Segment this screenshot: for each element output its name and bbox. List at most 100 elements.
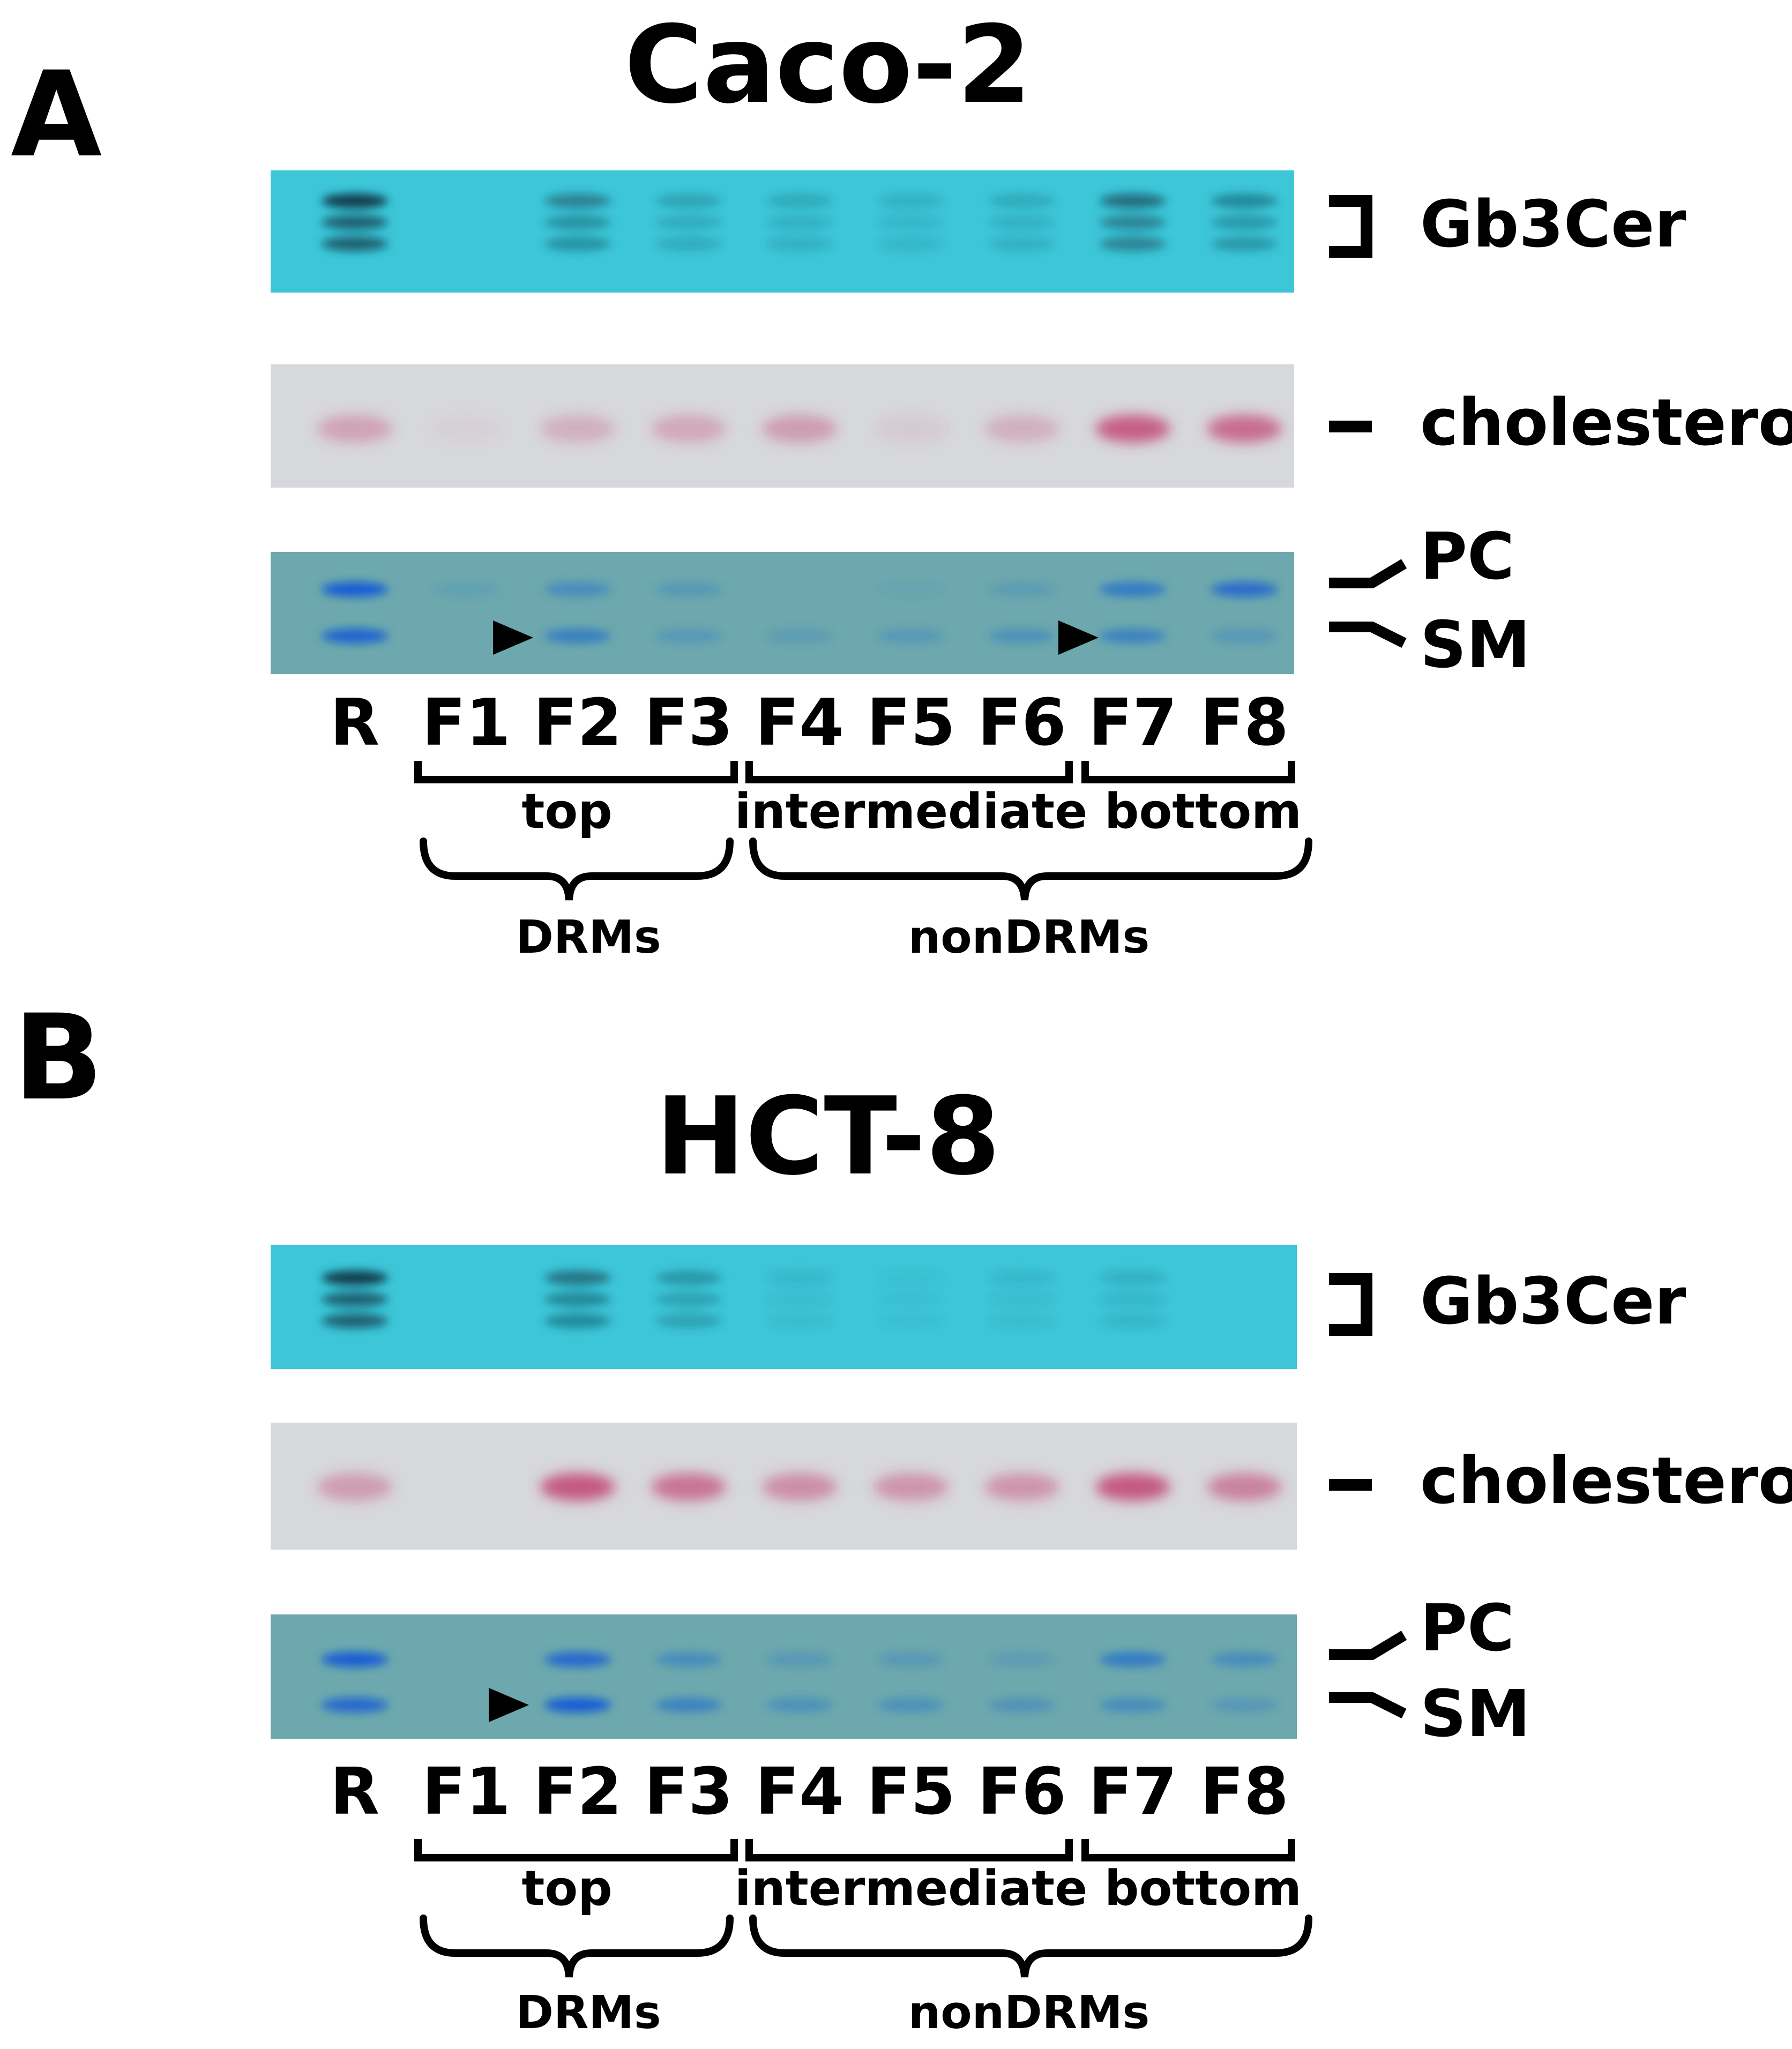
top-group-label: top <box>521 783 612 840</box>
gb3cer-tlc-strip <box>271 1245 1297 1369</box>
gb3cer-band <box>989 236 1055 251</box>
pc-band <box>655 582 722 597</box>
top-group-label: top <box>521 1860 612 1917</box>
pc-band <box>655 1652 722 1667</box>
cholesterol-band <box>984 415 1059 443</box>
cholesterol-band <box>873 1473 949 1501</box>
gb3cer-band <box>766 1313 833 1328</box>
cholesterol-band <box>317 415 392 443</box>
arrowhead-f7 <box>1058 620 1099 655</box>
drm-label: DRMs <box>516 911 661 964</box>
fraction-group-brackets <box>414 1839 1295 1861</box>
gb3cer-tlc-strip <box>271 170 1294 293</box>
lane-label: F4 <box>755 1755 843 1829</box>
gb3cer-band <box>878 193 944 208</box>
gb3cer-band <box>1100 1270 1166 1285</box>
pc-band <box>433 582 499 597</box>
sm-band <box>322 629 388 644</box>
gb3cer-band <box>655 193 722 208</box>
lane-label: F6 <box>977 686 1066 760</box>
cholesterol-band <box>1207 415 1282 443</box>
gb3cer-band <box>766 236 833 251</box>
top-bracket <box>414 761 738 783</box>
sm-band <box>544 629 611 644</box>
gb3cer-band <box>1211 236 1278 251</box>
sm-band <box>655 629 722 644</box>
lane-labels: R F1 F2 F3 F4 F5 F6 F7 F8 <box>330 686 1289 760</box>
sm-band <box>878 629 944 644</box>
gb3cer-band <box>655 1292 722 1307</box>
bottom-group-label: bottom <box>1104 1860 1302 1917</box>
pc-band <box>322 582 388 597</box>
gb3cer-band <box>1100 236 1166 251</box>
gb3cer-band <box>878 236 944 251</box>
gb3cer-band <box>878 1270 944 1285</box>
gb3cer-bands <box>322 1270 1166 1328</box>
gb3cer-band <box>989 215 1055 230</box>
lane-label: F5 <box>867 1755 955 1829</box>
pc-band <box>322 1652 388 1667</box>
lane-labels: R F1 F2 F3 F4 F5 F6 F7 F8 <box>330 1755 1289 1829</box>
gb3cer-band <box>544 1313 611 1328</box>
sm-band <box>1100 1697 1166 1713</box>
sm-band <box>544 1697 611 1713</box>
lane-label: F5 <box>867 686 955 760</box>
pc-connector <box>1329 1631 1407 1660</box>
gb3cer-band <box>544 236 611 251</box>
gb3cer-band <box>322 193 388 208</box>
lane-label: F6 <box>977 1755 1066 1829</box>
pc-label: PC <box>1420 520 1514 594</box>
gb3cer-bracket <box>1329 1273 1372 1336</box>
gb3cer-bracket <box>1329 195 1372 258</box>
pc-band <box>1100 1652 1166 1667</box>
gb3cer-label: Gb3Cer <box>1420 188 1686 262</box>
intermediate-group-label: intermediate <box>735 783 1087 840</box>
cholesterol-band <box>651 1473 726 1501</box>
cell-line-title: Caco-2 <box>624 3 1032 128</box>
lane-label: F4 <box>755 686 843 760</box>
pc-label: PC <box>1420 1591 1514 1666</box>
gb3cer-band <box>1100 193 1166 208</box>
arrowhead-f2 <box>493 620 533 655</box>
top-bracket <box>414 1839 738 1861</box>
cholesterol-band <box>1095 1473 1170 1501</box>
cell-line-title: HCT-8 <box>655 1074 1000 1199</box>
sm-band <box>989 629 1055 644</box>
cholesterol-band <box>317 1473 392 1501</box>
cholesterol-marker <box>1329 1479 1372 1491</box>
gb3cer-band <box>544 1270 611 1285</box>
sm-bands <box>322 629 1278 644</box>
gb3cer-band <box>766 1270 833 1285</box>
sm-label: SM <box>1420 1677 1530 1752</box>
fraction-group-brackets <box>414 761 1295 783</box>
cholesterol-band <box>762 415 837 443</box>
gb3cer-band <box>766 215 833 230</box>
gb3cer-band <box>989 1292 1055 1307</box>
cholesterol-band <box>984 1473 1059 1501</box>
cholesterol-bands <box>317 415 1282 443</box>
nondrm-label: nonDRMs <box>908 1986 1150 2039</box>
cholesterol-label: cholesterol <box>1420 1444 1792 1519</box>
sm-band <box>1211 629 1278 644</box>
lane-label: F7 <box>1088 1755 1177 1829</box>
bottom-bracket <box>1081 1839 1295 1861</box>
gb3cer-label: Gb3Cer <box>1420 1265 1686 1339</box>
lane-label: F3 <box>644 1755 733 1829</box>
pc-band <box>544 1652 611 1667</box>
lane-label: F7 <box>1088 686 1177 760</box>
drm-brace <box>420 837 734 901</box>
lane-label: F8 <box>1200 1755 1288 1829</box>
cholesterol-band <box>762 1473 837 1501</box>
bottom-bracket <box>1081 761 1295 783</box>
sm-band <box>989 1697 1055 1713</box>
gb3cer-band <box>655 215 722 230</box>
cholesterol-label: cholesterol <box>1420 386 1792 460</box>
gb3cer-band <box>766 193 833 208</box>
nondrm-brace <box>749 837 1312 901</box>
cholesterol-band <box>1207 1473 1282 1501</box>
panel-b: B HCT-8 Gb3Cer cholesterol PC SM R F1 F2… <box>13 989 1792 2039</box>
sm-label: SM <box>1420 608 1530 683</box>
gb3cer-band <box>989 1270 1055 1285</box>
sm-band <box>1100 629 1166 644</box>
